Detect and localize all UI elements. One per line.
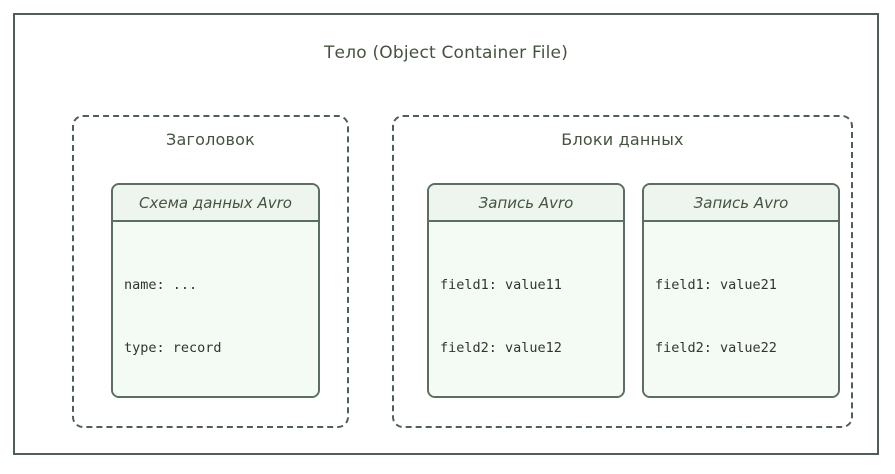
record-card-1-body: field1: value11 field2: value12 ... [sys… [429,222,623,396]
object-container-file-box: Тело (Object Container File) Заголовок С… [13,13,879,455]
schema-card: Схема данных Avro name: ... type: record… [111,183,320,398]
record-line: field2: value22 [655,340,777,356]
record-line: field1: value21 [655,277,777,293]
schema-card-body: name: ... type: record field1: datatype1… [113,222,318,396]
record-line: field1: value11 [440,277,562,293]
section-header-group: Заголовок Схема данных Avro name: ... ty… [72,115,349,428]
record-card-2: Запись Avro field1: value21 field2: valu… [642,183,840,398]
record-card-1: Запись Avro field1: value11 field2: valu… [427,183,625,398]
section-data-blocks-group: Блоки данных Запись Avro field1: value11… [392,115,853,428]
schema-card-title: Схема данных Avro [113,185,318,222]
diagram-title: Тело (Object Container File) [323,43,569,63]
section-heading-header: Заголовок [166,130,255,149]
record-card-1-title: Запись Avro [429,185,623,222]
schema-line: type: record [124,340,222,356]
section-heading-data-blocks: Блоки данных [561,130,684,149]
record-line: field2: value12 [440,340,562,356]
schema-line: name: ... [124,277,198,293]
record-card-2-title: Запись Avro [644,185,838,222]
record-card-2-body: field1: value21 field2: value22 ... [sys… [644,222,838,396]
